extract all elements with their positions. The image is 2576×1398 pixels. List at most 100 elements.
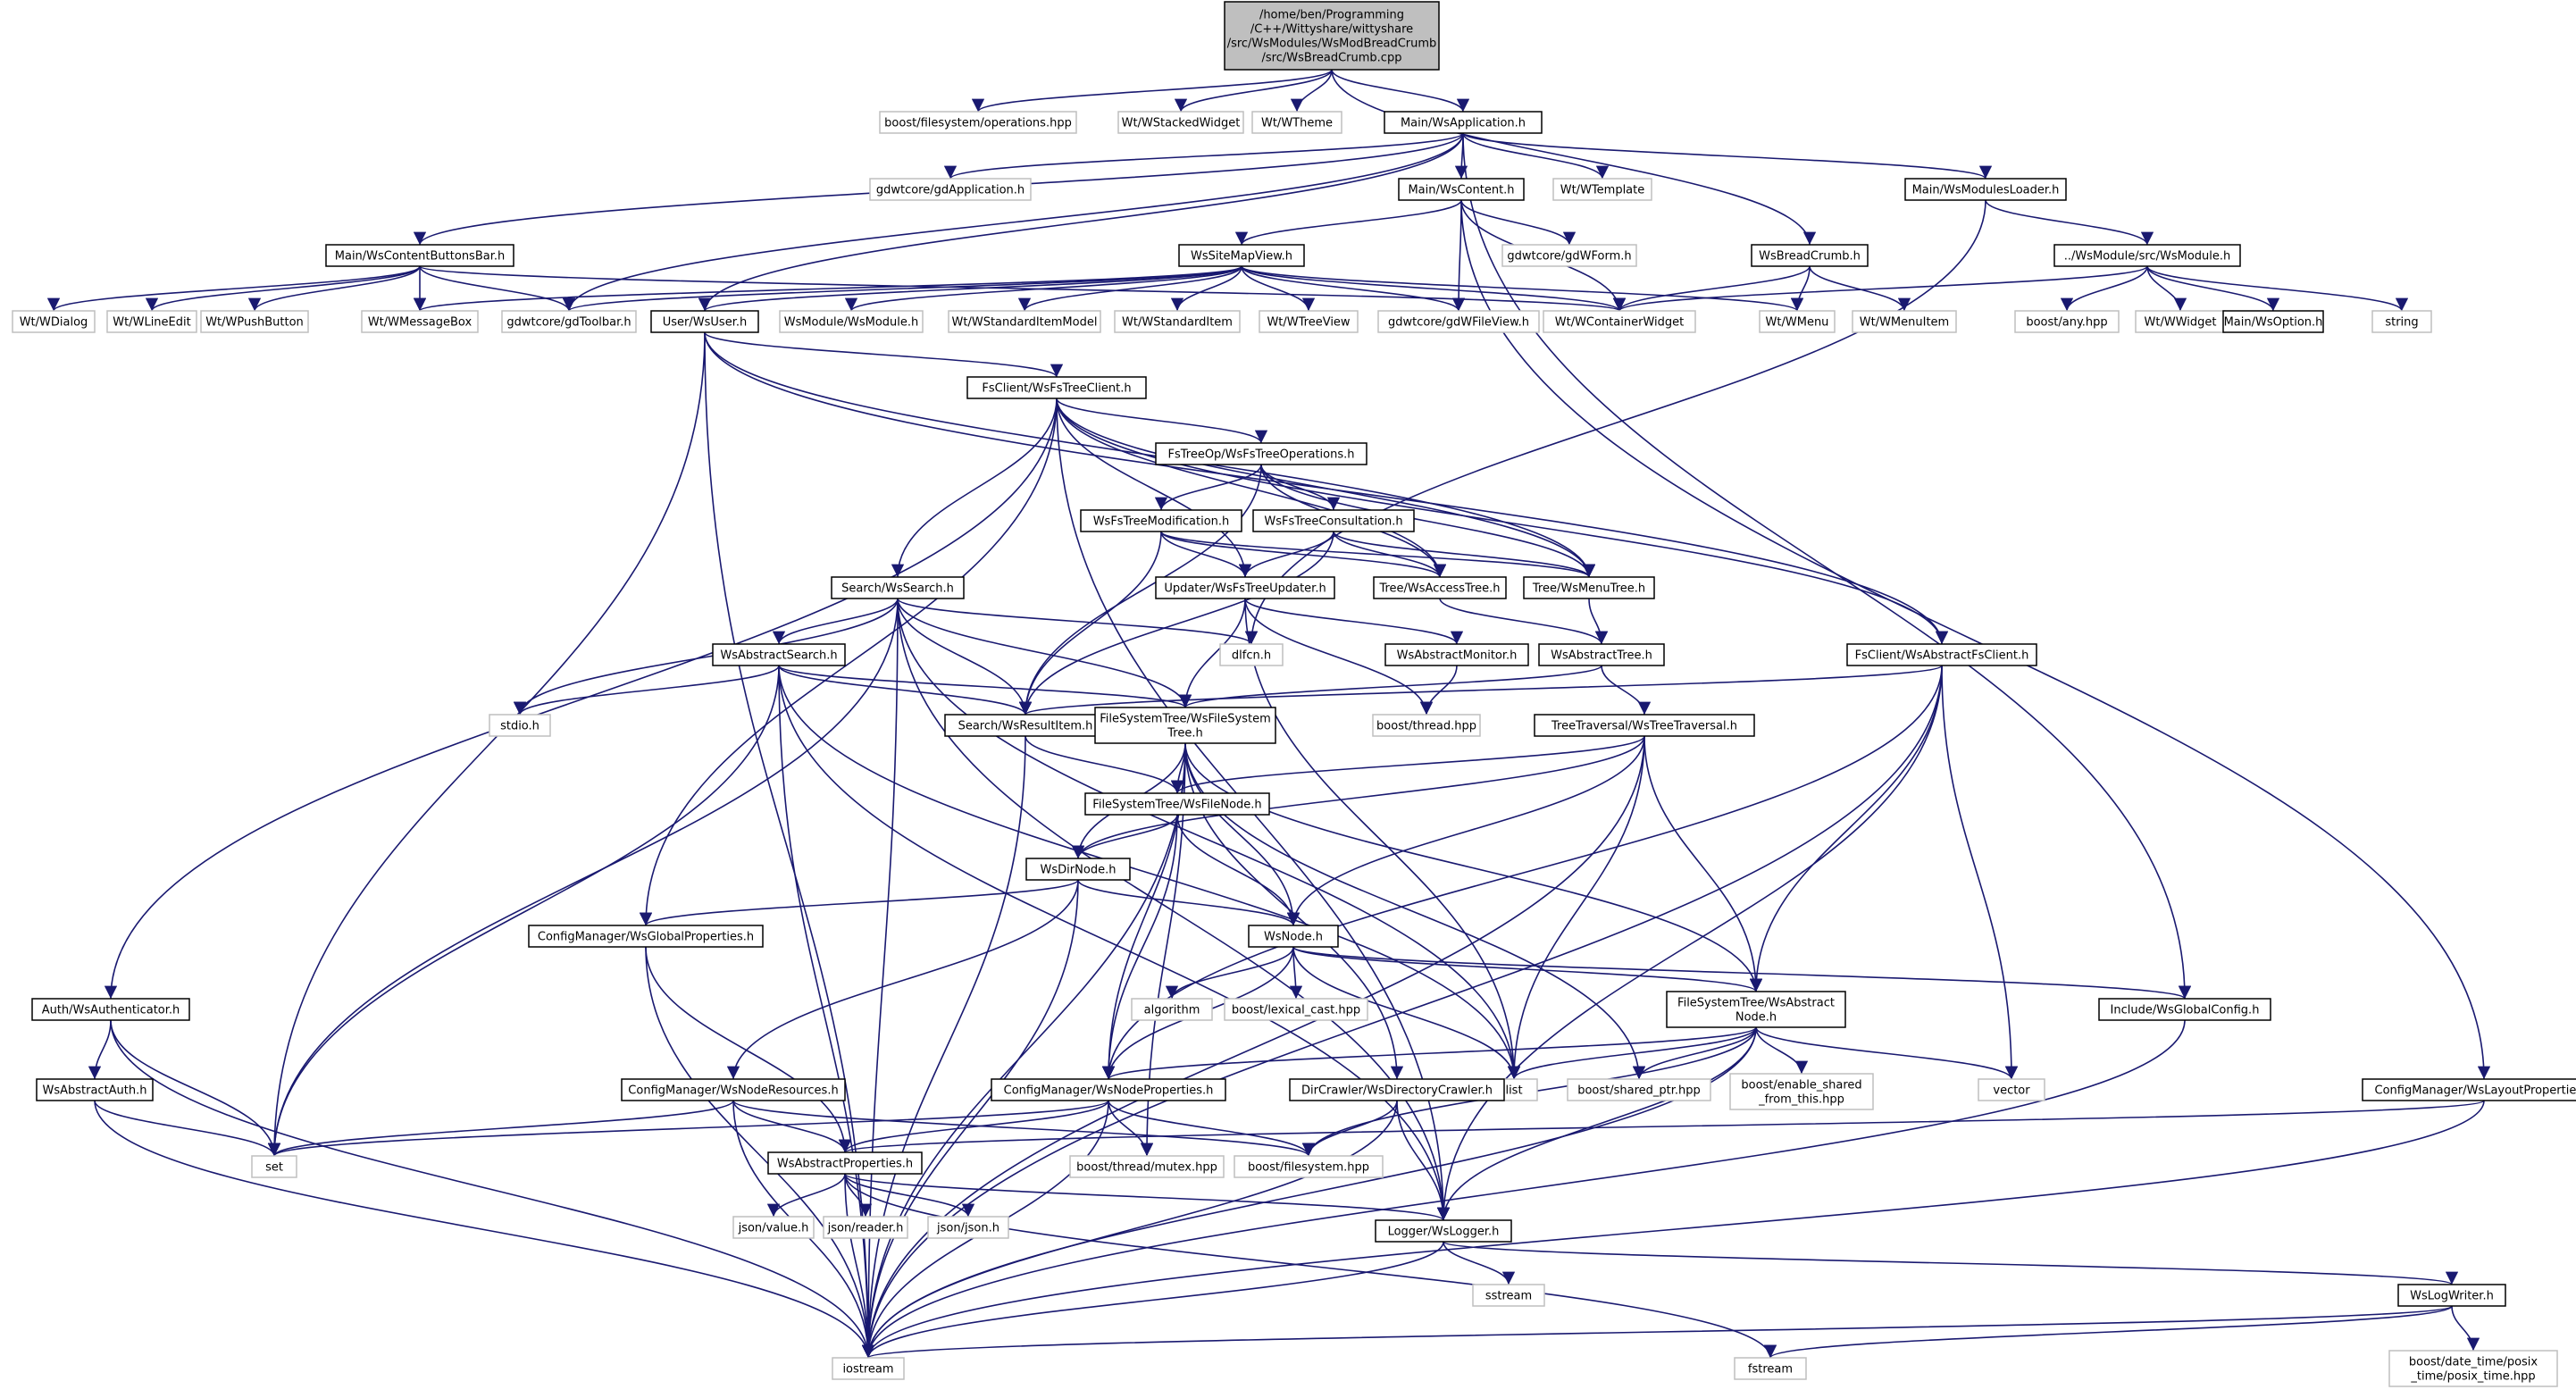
edge-filesystemtree_wsabstractnode-to-configmanager_wsnodeproperties	[1102, 1026, 1757, 1080]
node-treetraversal-wstreetraversal[interactable]: TreeTraversal/WsTreeTraversal.h	[1534, 714, 1755, 737]
node-main-wscontentbuttonsbar[interactable]: Main/WsContentButtonsBar.h	[325, 244, 514, 267]
edge-wsfstreeconsultation-to-tree_wsaccesstree	[1333, 531, 1447, 578]
node-label: sstream	[1485, 1290, 1532, 1303]
edge-wssitemapview-to-gdwtcore_gdwfileview	[1241, 265, 1466, 312]
node-dircrawler-wsdirectorycrawler[interactable]: DirCrawler/WsDirectoryCrawler.h	[1289, 1078, 1505, 1101]
node-filesystemtree-wsfilenode[interactable]: FileSystemTree/WsFileNode.h	[1084, 792, 1270, 816]
edge-dircrawler_wsdirectorycrawler-to-logger_wslogger	[1396, 1100, 1451, 1221]
node-box	[1251, 111, 1342, 134]
edge-search_wsresultitem-to-filesystemtree_wsfilenode	[1025, 735, 1184, 794]
edge-wssitemapview-to-wt_wstandarditem	[1170, 265, 1242, 312]
node-wsabstractproperties[interactable]: WsAbstractProperties.h	[767, 1151, 923, 1175]
node-label: Wt/WDialog	[20, 316, 88, 330]
node-fsclient-wsfstreeclient[interactable]: FsClient/WsFsTreeClient.h	[966, 376, 1147, 399]
node-box	[823, 1216, 908, 1239]
node-wsbreadcrumb-h[interactable]: WsBreadCrumb.h	[1751, 244, 1869, 267]
node-set: set	[251, 1155, 297, 1178]
edge-wsabstractproperties-to-logger_wslogger	[844, 1173, 1450, 1221]
edge-configmanager_wsnodeproperties-to-wsabstractproperties	[838, 1100, 1109, 1153]
node-box	[1904, 178, 2067, 201]
node-wsabstracttree[interactable]: WsAbstractTree.h	[1538, 643, 1665, 666]
node-main-wscontent[interactable]: Main/WsContent.h	[1398, 178, 1525, 201]
edge-fstreeop_wsfstreeoperations-to-wsfstreemodification	[1154, 464, 1262, 511]
edge-wsfstreeconsultation-to-updater_wsfstreeupdater	[1238, 531, 1334, 578]
node-wsabstractauth[interactable]: WsAbstractAuth.h	[36, 1078, 154, 1101]
node-user-wsuser[interactable]: User/WsUser.h	[650, 310, 759, 333]
node-label: /src/WsBreadCrumb.cpp	[1262, 52, 1402, 65]
node-label: _from_this.hpp	[1758, 1093, 1844, 1107]
node-box	[1289, 1078, 1505, 1101]
edge-configmanager_wsnodeproperties-to-boost_thread_mutex	[1108, 1100, 1154, 1157]
node-main-wsapplication[interactable]: Main/WsApplication.h	[1384, 111, 1543, 134]
node-wt-wmessagebox: Wt/WMessageBox	[361, 310, 479, 333]
node-wsmodule-src-wsmodule[interactable]: ../WsModule/src/WsModule.h	[2053, 244, 2241, 267]
node-root[interactable]: /home/ben/Programming/C++/Wittyshare/wit…	[1224, 1, 1440, 71]
node-wsdirnode[interactable]: WsDirNode.h	[1025, 858, 1131, 881]
edge-fsclient_wsfstreeclient-to-updater_wsfstreeupdater	[1056, 398, 1252, 578]
node-include-wsglobalconfig[interactable]: Include/WsGlobalConfig.h	[2098, 998, 2271, 1021]
edge-logger_wslogger-to-wslogwriter	[1443, 1241, 2458, 1285]
node-main-wsoption[interactable]: Main/WsOption.h	[2222, 310, 2324, 333]
edge-wsnode-to-list	[1292, 946, 1521, 1080]
node-wssitemapview[interactable]: WsSiteMapView.h	[1178, 244, 1305, 267]
node-label: gdwtcore/gdToolbar.h	[506, 316, 631, 330]
node-auth-wsauthenticator[interactable]: Auth/WsAuthenticator.h	[31, 998, 190, 1021]
node-label: WsModule/WsModule.h	[784, 316, 919, 330]
node-label: string	[2385, 316, 2418, 330]
node-wslogwriter[interactable]: WsLogWriter.h	[2397, 1284, 2506, 1307]
node-box	[650, 310, 759, 333]
node-label: Wt/WContainerWidget	[1555, 316, 1685, 330]
node-search-wssearch[interactable]: Search/WsSearch.h	[831, 576, 965, 599]
node-box	[1567, 1078, 1711, 1101]
node-logger-wslogger[interactable]: Logger/WsLogger.h	[1375, 1219, 1512, 1243]
node-fstreeop-wsfstreeoperations[interactable]: FsTreeOp/WsFsTreeOperations.h	[1155, 442, 1367, 465]
edge-wslogwriter-to-boost_date_time	[2451, 1305, 2480, 1352]
node-tree-wsmenutree[interactable]: Tree/WsMenuTree.h	[1523, 576, 1655, 599]
node-configmanager-wslayoutproperties[interactable]: ConfigManager/WsLayoutProperties.h	[2362, 1078, 2576, 1101]
node-wsnode[interactable]: WsNode.h	[1248, 925, 1339, 948]
edge-root-to-boost_fs_ops	[972, 69, 1333, 113]
edge-auth_wsauthenticator-to-iostream	[110, 1019, 875, 1359]
node-label: WsDirNode.h	[1041, 864, 1117, 877]
node-gdwtcore-gdwform: gdwtcore/gdWForm.h	[1501, 244, 1637, 267]
edge-filesystemtree_wsfilenode-to-wsdirnode	[1071, 814, 1178, 859]
node-box	[200, 310, 309, 333]
edge-logger_wslogger-to-sstream	[1443, 1241, 1516, 1285]
node-stdio: stdio.h	[489, 714, 551, 737]
node-search-wsresultitem[interactable]: Search/WsResultItem.h	[944, 714, 1107, 737]
edge-fsclient_wsfstreeclient-to-configmanager_wsglobalproperties	[639, 398, 1058, 926]
node-label: boost/thread/mutex.hpp	[1076, 1161, 1217, 1175]
node-box	[1384, 643, 1529, 666]
node-label: json/json.h	[936, 1222, 999, 1235]
edge-main_wsapplication-to-wt_wtemplate	[1462, 132, 1610, 180]
edge-configmanager_wsnodeproperties-to-boost_filesystem	[1108, 1100, 1316, 1157]
edge-wslogwriter-to-iostream	[862, 1305, 2453, 1359]
node-box	[1224, 1, 1440, 71]
node-wsfstreeconsultation[interactable]: WsFsTreeConsultation.h	[1252, 509, 1415, 532]
node-tree-wsaccesstree[interactable]: Tree/WsAccessTree.h	[1373, 576, 1507, 599]
node-label: boost/lexical_cast.hpp	[1232, 1004, 1360, 1017]
node-box	[251, 1155, 297, 1178]
node-box	[528, 925, 764, 948]
file-nodes: /home/ben/Programming/C++/Wittyshare/wit…	[12, 1, 2576, 1387]
edge-include_wsglobalconfig-to-iostream	[861, 1019, 2186, 1359]
node-label: Wt/WPushButton	[205, 316, 304, 330]
edge-fstreeop_wsfstreeoperations-to-wsfstreeconsultation	[1260, 464, 1341, 511]
node-label: json/value.h	[738, 1222, 809, 1235]
node-configmanager-wsnodeproperties[interactable]: ConfigManager/WsNodeProperties.h	[991, 1078, 1226, 1101]
node-configmanager-wsnoderesources[interactable]: ConfigManager/WsNodeResources.h	[621, 1078, 846, 1101]
node-wsabstractsearch[interactable]: WsAbstractSearch.h	[712, 643, 846, 666]
edge-fsclient_wsabstractfsclient-to-logger_wslogger	[1436, 665, 1943, 1221]
node-updater-wsfstreeupdater[interactable]: Updater/WsFsTreeUpdater.h	[1155, 576, 1335, 599]
node-main-wsmodulesloader[interactable]: Main/WsModulesLoader.h	[1904, 178, 2067, 201]
node-wsfstreemodification[interactable]: WsFsTreeModification.h	[1080, 509, 1242, 532]
node-box	[1219, 643, 1284, 666]
node-fsclient-wsabstractfsclient[interactable]: FsClient/WsAbstractFsClient.h	[1846, 643, 2037, 666]
node-box	[1069, 1155, 1225, 1178]
node-label: boost/shared_ptr.hpp	[1577, 1084, 1701, 1098]
node-configmanager-wsglobalproperties[interactable]: ConfigManager/WsGlobalProperties.h	[528, 925, 764, 948]
node-wsabstractmonitor[interactable]: WsAbstractMonitor.h	[1384, 643, 1529, 666]
